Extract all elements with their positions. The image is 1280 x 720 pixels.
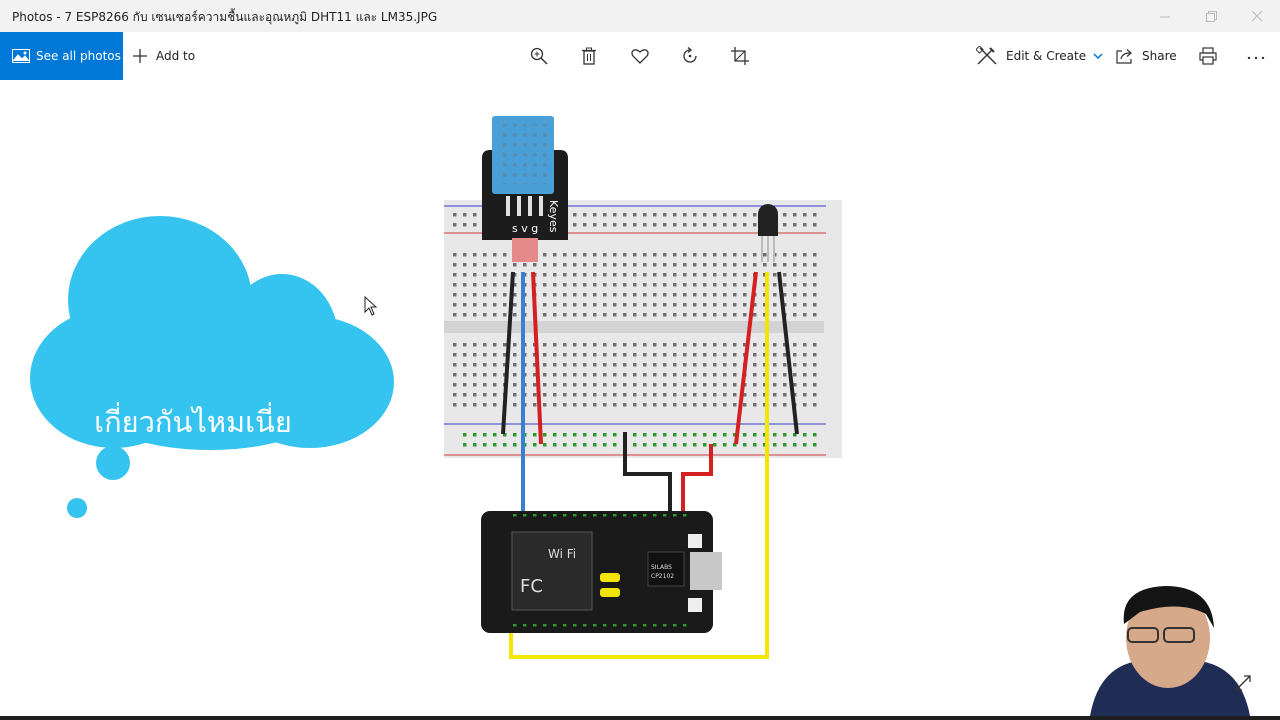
see-all-photos-button[interactable]: See all photos bbox=[0, 32, 123, 80]
sensor-pin-labels: s v g bbox=[512, 222, 538, 235]
edit-create-icon bbox=[976, 46, 998, 66]
more-icon[interactable] bbox=[1240, 40, 1272, 72]
sensor-brand-label: Keyes bbox=[547, 200, 560, 233]
rotate-icon[interactable] bbox=[674, 40, 706, 72]
cloud-text: เกี่ยวกันไหมเนี่ย 555 bbox=[60, 398, 326, 494]
chip-label-2: CP2102 bbox=[651, 573, 674, 580]
photo-viewer: s v g Keyes Wi Fi bbox=[0, 80, 1280, 716]
crop-icon[interactable] bbox=[724, 40, 756, 72]
chevron-down-icon bbox=[1093, 53, 1103, 59]
app-toolbar: See all photos Add to Edit & Create Shar… bbox=[0, 32, 1280, 80]
share-icon bbox=[1116, 48, 1134, 64]
delete-icon[interactable] bbox=[573, 40, 605, 72]
board-wifi-label: Wi Fi bbox=[548, 547, 576, 561]
photo-image: s v g Keyes Wi Fi bbox=[30, 116, 1250, 716]
dht11-sensor: s v g Keyes bbox=[482, 116, 568, 262]
zoom-in-icon[interactable] bbox=[523, 40, 555, 72]
share-button[interactable]: Share bbox=[1116, 32, 1177, 80]
photos-icon bbox=[12, 49, 30, 63]
thought-cloud bbox=[30, 216, 394, 518]
edit-create-label: Edit & Create bbox=[1006, 49, 1087, 63]
edit-create-button[interactable]: Edit & Create bbox=[976, 32, 1103, 80]
see-all-photos-label: See all photos bbox=[36, 49, 121, 63]
favorite-icon[interactable] bbox=[624, 40, 656, 72]
chip-label-1: SILABS bbox=[651, 564, 672, 571]
wires bbox=[501, 271, 799, 659]
esp8266-board: Wi Fi FC SILABS CP2102 bbox=[481, 511, 722, 633]
webcam-overlay bbox=[1090, 586, 1250, 716]
board-fc-label: FC bbox=[520, 576, 543, 597]
add-to-button[interactable]: Add to bbox=[132, 32, 195, 80]
share-label: Share bbox=[1142, 49, 1177, 63]
title-bar: Photos - 7 ESP8266 กับ เซนเซอร์ความชื้นแ… bbox=[0, 0, 1280, 32]
restore-icon[interactable] bbox=[1188, 0, 1234, 32]
cloud-text-line1: เกี่ยวกันไหมเนี่ย bbox=[94, 405, 292, 439]
minimize-icon[interactable] bbox=[1142, 0, 1188, 32]
bottom-edge bbox=[0, 716, 1280, 720]
mouse-cursor-icon bbox=[364, 295, 378, 320]
close-icon[interactable] bbox=[1234, 0, 1280, 32]
add-to-label: Add to bbox=[156, 49, 196, 63]
plus-icon bbox=[132, 48, 148, 64]
print-icon[interactable] bbox=[1192, 40, 1224, 72]
lm35-sensor bbox=[758, 204, 778, 262]
window-title: Photos - 7 ESP8266 กับ เซนเซอร์ความชื้นแ… bbox=[12, 10, 438, 24]
cloud-text-line2: 555 bbox=[165, 453, 221, 487]
expand-icon[interactable] bbox=[1234, 674, 1254, 694]
